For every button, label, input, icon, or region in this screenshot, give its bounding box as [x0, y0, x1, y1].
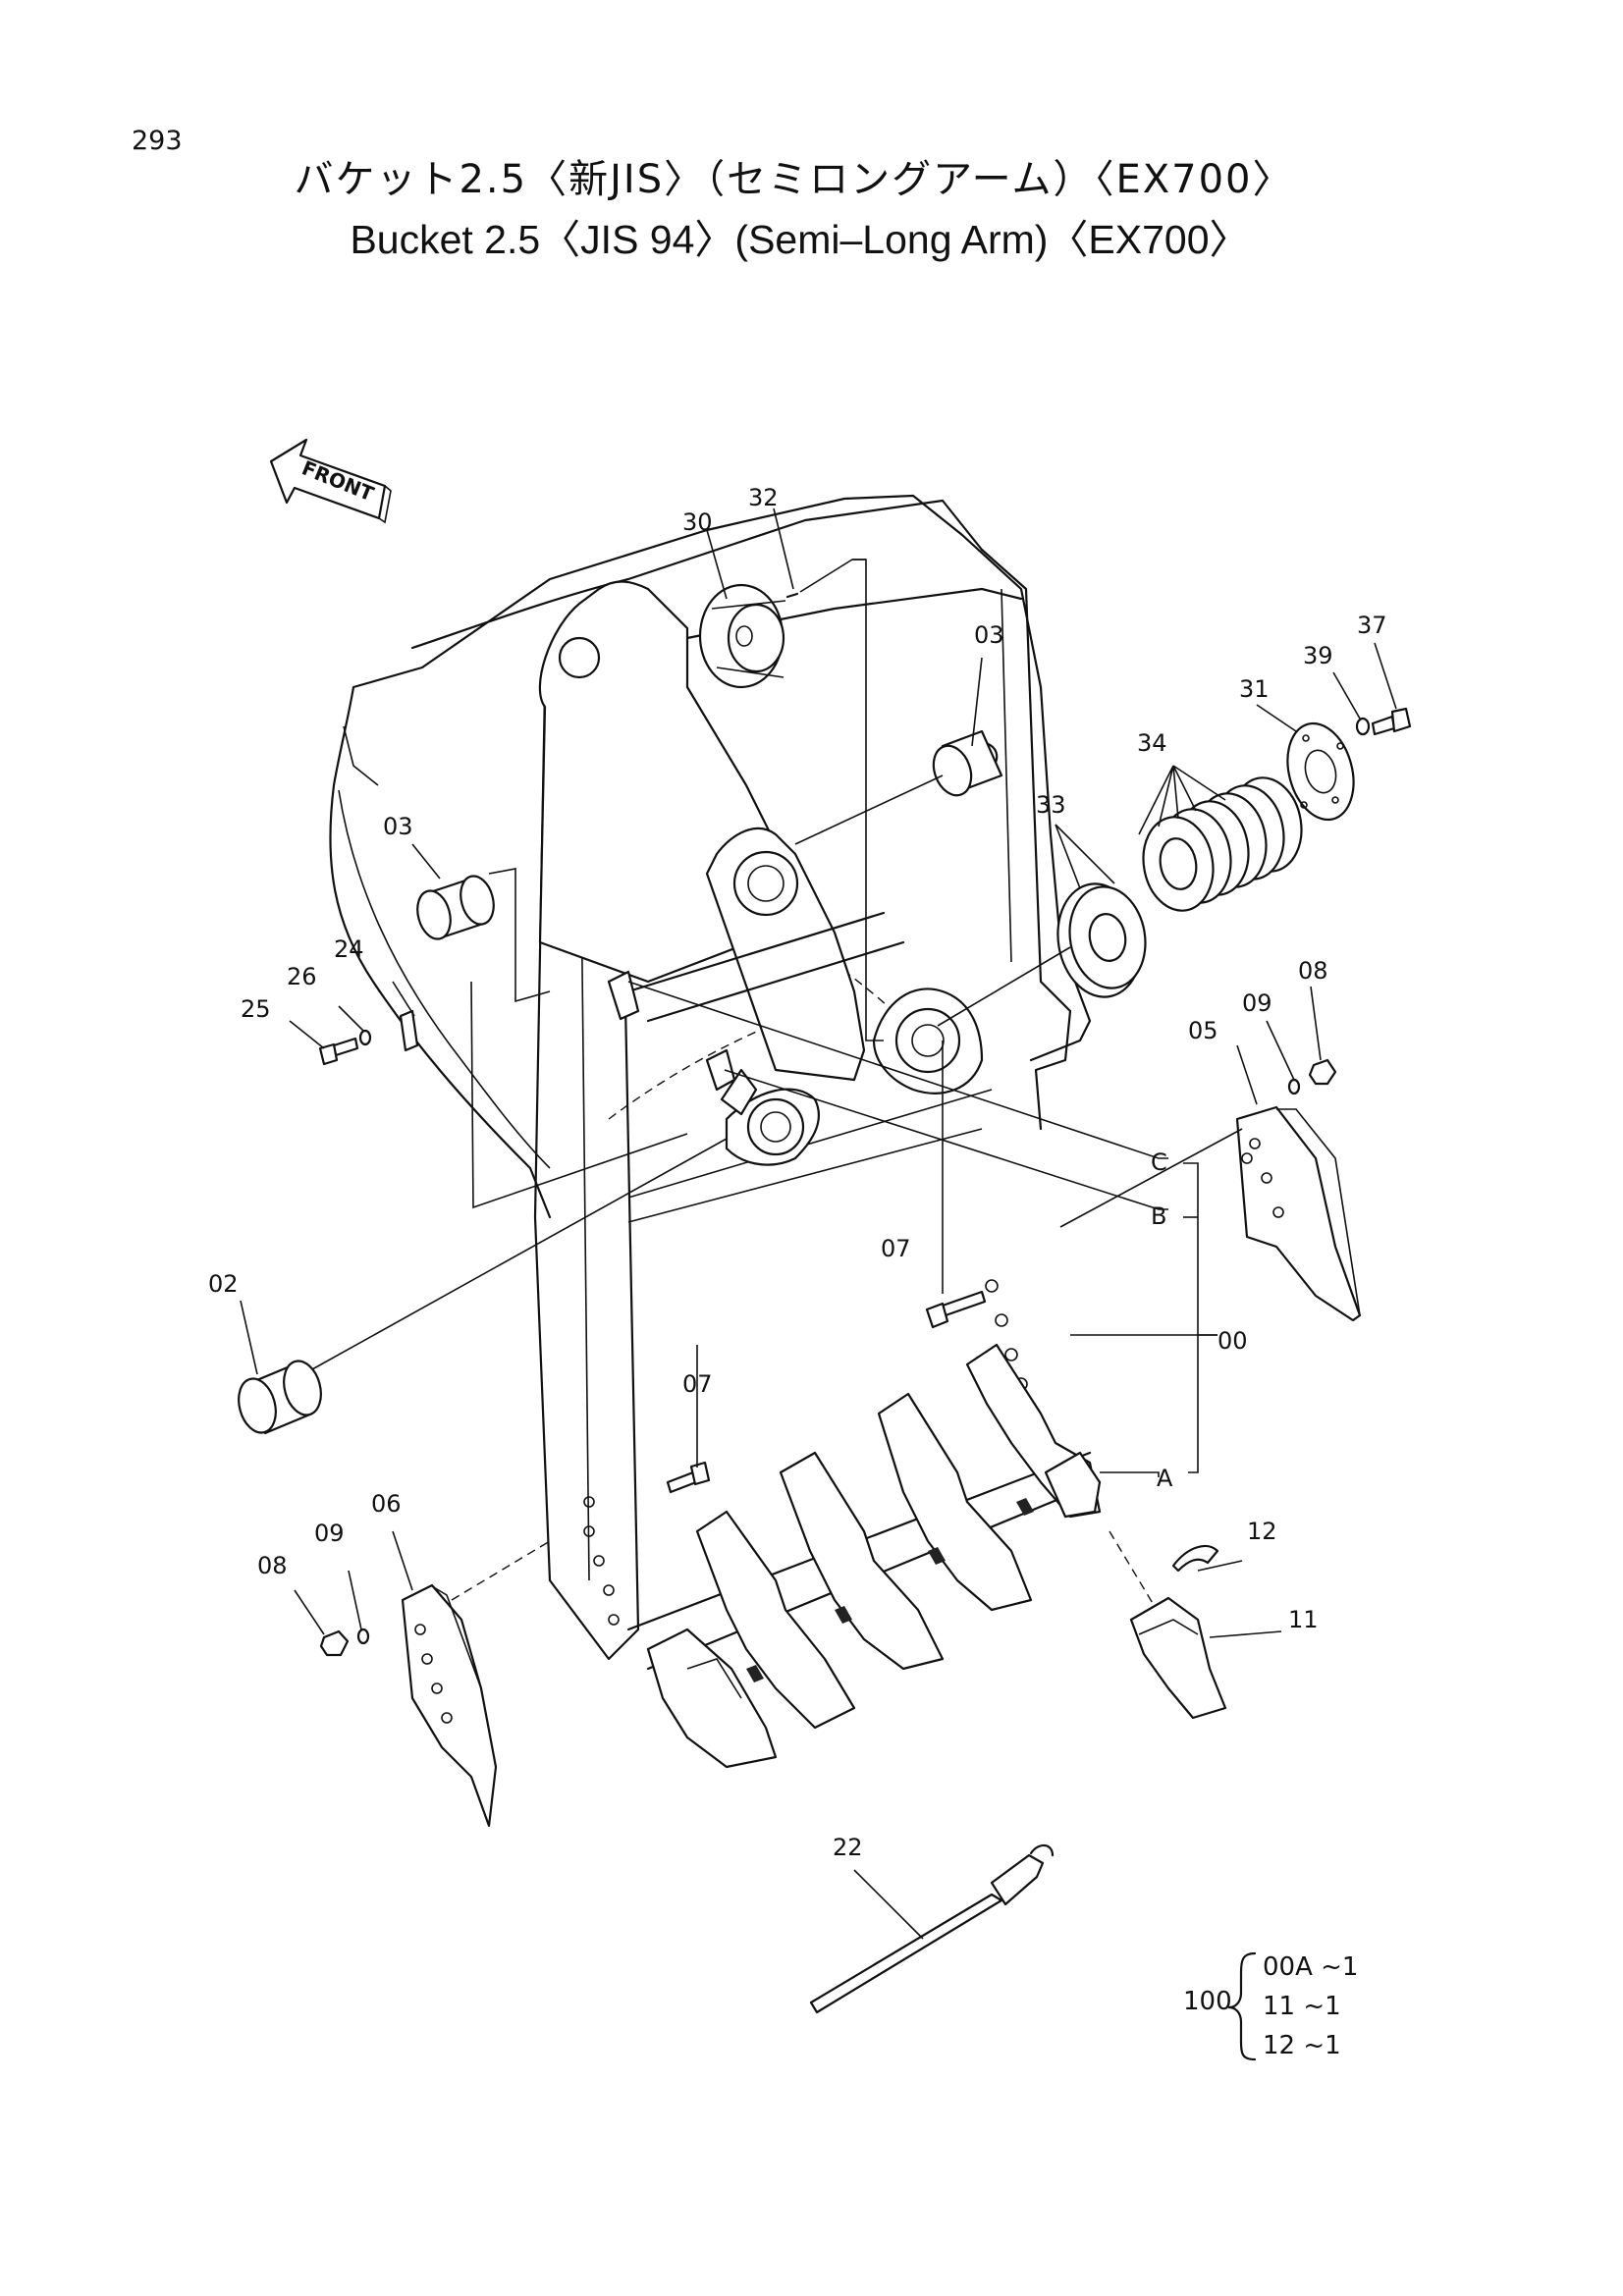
callout-34: 34: [1137, 729, 1167, 757]
teeth-row: [626, 1343, 1102, 1769]
kit-item-3: 12 ~1: [1263, 2031, 1341, 2060]
leader-lines: [240, 507, 1397, 1940]
part-33-shims: [1056, 882, 1147, 998]
callout-05: 05: [1188, 1017, 1218, 1044]
part-25-bolt: [318, 1037, 359, 1066]
callout-32: 32: [748, 484, 779, 511]
title-english: Bucket 2.5〈JIS 94〉(Semi–Long Arm)〈EX700〉: [350, 217, 1250, 262]
callout-37: 37: [1357, 612, 1387, 639]
callout-24: 24: [334, 935, 364, 963]
callout-22: 22: [833, 1834, 863, 1861]
part-05-side-cutter: [1235, 1105, 1362, 1322]
callout-00: 00: [1217, 1327, 1248, 1355]
part-09-washer-right: [1287, 1078, 1301, 1095]
callout-03-left: 03: [383, 813, 413, 840]
part-03-bushing-right: [932, 729, 1003, 797]
part-02-bushing: [238, 1360, 322, 1435]
callout-07-upper: 07: [881, 1235, 911, 1262]
part-07-bolt-upper: [925, 1290, 987, 1329]
title-japanese: バケット2.5〈新JIS〉（セミロングアーム）〈EX700〉: [294, 157, 1294, 202]
kit-number: 100: [1183, 1987, 1232, 2016]
callout-08-right: 08: [1298, 957, 1328, 985]
part-22-tool: [809, 1843, 1055, 2014]
callout-26: 26: [287, 963, 317, 990]
callout-C: C: [1151, 1148, 1167, 1176]
part-08-nut-left: [319, 1629, 350, 1657]
front-arrow-icon: FRONT: [269, 438, 392, 524]
part-26-washer: [358, 1029, 372, 1046]
part-30-cap: [698, 583, 786, 689]
kit-item-2: 11 ~1: [1263, 1992, 1341, 2021]
part-06-side-cutter: [401, 1583, 498, 1828]
part-11-tooth: [1129, 1596, 1227, 1720]
callout-B: B: [1151, 1202, 1166, 1230]
callout-25: 25: [241, 995, 271, 1023]
callout-08-left: 08: [257, 1552, 288, 1579]
callout-33: 33: [1036, 791, 1066, 819]
kit-item-1: 00A ~1: [1263, 1952, 1358, 1982]
callout-06: 06: [371, 1490, 402, 1518]
part-12-pin: [1171, 1544, 1219, 1573]
callout-31: 31: [1239, 675, 1270, 703]
part-07-bolt-lower: [666, 1461, 711, 1494]
part-03-bushing-left: [416, 875, 495, 940]
kit-bracket: 100 00A ~1 11 ~1 12 ~1: [1183, 1951, 1358, 2061]
part-34-shim-stack: [1142, 776, 1303, 912]
front-label: FRONT: [298, 455, 377, 506]
bucket-body: [329, 494, 1092, 1661]
page-number: 293: [132, 126, 183, 156]
callout-30: 30: [682, 508, 713, 536]
part-32-pin: [785, 592, 799, 599]
callout-09-left: 09: [314, 1520, 345, 1547]
callout-12: 12: [1247, 1518, 1277, 1545]
callout-03-right: 03: [974, 621, 1004, 649]
callout-07-lower: 07: [682, 1370, 713, 1398]
callout-11: 11: [1288, 1606, 1319, 1633]
part-08-nut-right: [1308, 1058, 1337, 1086]
part-24-plate: [399, 1009, 419, 1052]
part-31-plate: [1286, 721, 1355, 822]
part-37-bolt: [1371, 707, 1412, 736]
callout-39: 39: [1303, 642, 1333, 669]
callout-02: 02: [208, 1270, 239, 1298]
callout-A: A: [1157, 1465, 1173, 1492]
part-09-washer-left: [356, 1628, 370, 1645]
callout-09-right: 09: [1242, 989, 1272, 1017]
part-39-washer: [1355, 717, 1371, 736]
callout-labels: 30 32 03 03 33 34 31 39 37 24 26 25 08 0…: [208, 484, 1387, 1861]
